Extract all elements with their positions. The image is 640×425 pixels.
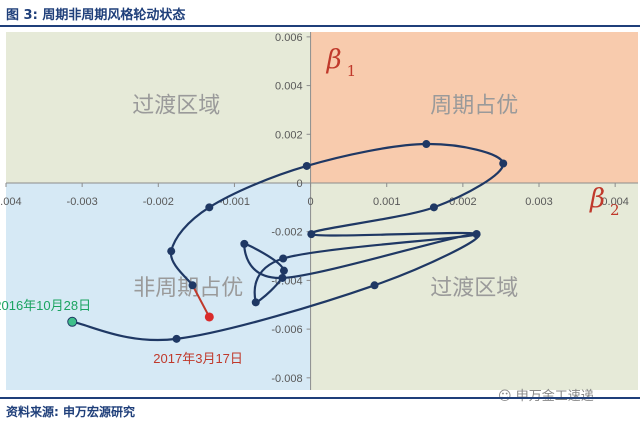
data-point-start bbox=[67, 316, 78, 327]
y-axis-label-sub: 1 bbox=[347, 62, 357, 80]
x-tick-label: -0.001 bbox=[219, 196, 250, 208]
data-point bbox=[307, 230, 316, 239]
quadrant-label-top-left: 过渡区域 bbox=[132, 93, 220, 118]
data-point bbox=[429, 203, 438, 212]
series-final-segment bbox=[191, 284, 211, 318]
end-annotation: 2017年3月17日 bbox=[153, 351, 243, 366]
x-tick-label: -0.004 bbox=[0, 196, 22, 208]
data-point bbox=[205, 203, 214, 212]
top-rule bbox=[0, 25, 640, 27]
data-point bbox=[370, 281, 379, 290]
source-text: 申万宏源研究 bbox=[63, 405, 136, 419]
data-point bbox=[422, 140, 431, 149]
x-tick-label: 0.001 bbox=[373, 196, 401, 208]
data-point bbox=[188, 281, 197, 290]
data-point bbox=[472, 230, 481, 239]
quadrant-bottom-right bbox=[310, 182, 638, 390]
y-tick-label: -0.008 bbox=[271, 373, 302, 385]
figure-title-text: 周期非周期风格轮动状态 bbox=[42, 8, 186, 23]
x-tick-label: 0.003 bbox=[525, 196, 553, 208]
quadrant-top-right bbox=[310, 32, 638, 183]
data-point bbox=[240, 239, 249, 248]
x-axis-label: β bbox=[589, 184, 605, 214]
data-point bbox=[278, 273, 287, 282]
data-point bbox=[172, 334, 181, 343]
y-tick-label: 0.004 bbox=[275, 81, 303, 93]
source-line: 资料来源: 申万宏源研究 bbox=[6, 403, 135, 420]
data-point bbox=[499, 159, 508, 168]
wechat-icon: ☺ bbox=[498, 389, 512, 404]
x-tick-label: -0.003 bbox=[67, 196, 98, 208]
x-tick-label: 0.004 bbox=[601, 196, 629, 208]
quadrant-label-bottom-right: 过渡区域 bbox=[430, 276, 518, 301]
quadrant-label-top-right: 周期占优 bbox=[430, 93, 518, 118]
quadrant-bottom-left bbox=[6, 182, 311, 390]
y-tick-label: -0.002 bbox=[271, 227, 302, 239]
y-axis-label: β bbox=[326, 45, 342, 75]
series-path bbox=[72, 142, 505, 341]
data-point bbox=[167, 247, 176, 256]
data-point bbox=[279, 266, 288, 275]
start-annotation: 2016年10月28日 bbox=[0, 298, 91, 313]
x-axis-label-sub: 2 bbox=[610, 201, 620, 219]
source-label: 资料来源: bbox=[6, 405, 59, 419]
x-tick-label: 0 bbox=[308, 196, 314, 208]
watermark: ☺ 申万金工速递 bbox=[498, 385, 594, 404]
y-tick-label: 0.002 bbox=[275, 129, 303, 141]
y-tick-label: -0.006 bbox=[271, 324, 302, 336]
x-tick-label: 0.002 bbox=[449, 196, 477, 208]
x-tick-label: -0.002 bbox=[143, 196, 174, 208]
data-point bbox=[302, 161, 311, 170]
y-tick-label: 0.006 bbox=[275, 32, 303, 44]
data-point bbox=[279, 254, 288, 263]
figure-title: 图 3: 周期非周期风格轮动状态 bbox=[6, 4, 185, 23]
data-point-end bbox=[204, 312, 214, 322]
y-tick-label: 0 bbox=[296, 178, 302, 190]
quadrant-top-left bbox=[6, 32, 311, 183]
bottom-rule bbox=[0, 397, 640, 399]
watermark-text: 申万金工速递 bbox=[516, 389, 594, 404]
data-point bbox=[251, 298, 260, 307]
figure-label: 图 3: bbox=[6, 8, 38, 23]
